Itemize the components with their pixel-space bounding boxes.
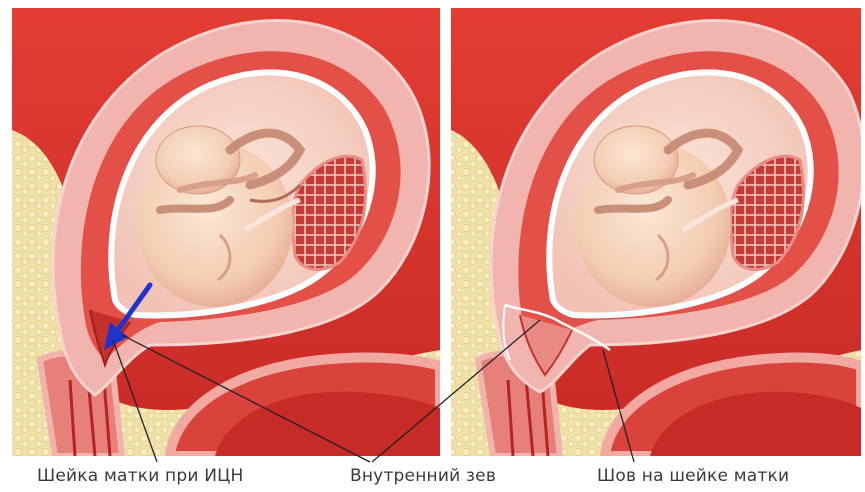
label-cervix-icn: Шейка матки при ИЦН [37,466,244,486]
label-cervical-suture: Шов на шейке матки [597,466,789,486]
panel-sutured-cervix [451,8,864,456]
label-internal-os: Внутренний зев [350,466,496,486]
